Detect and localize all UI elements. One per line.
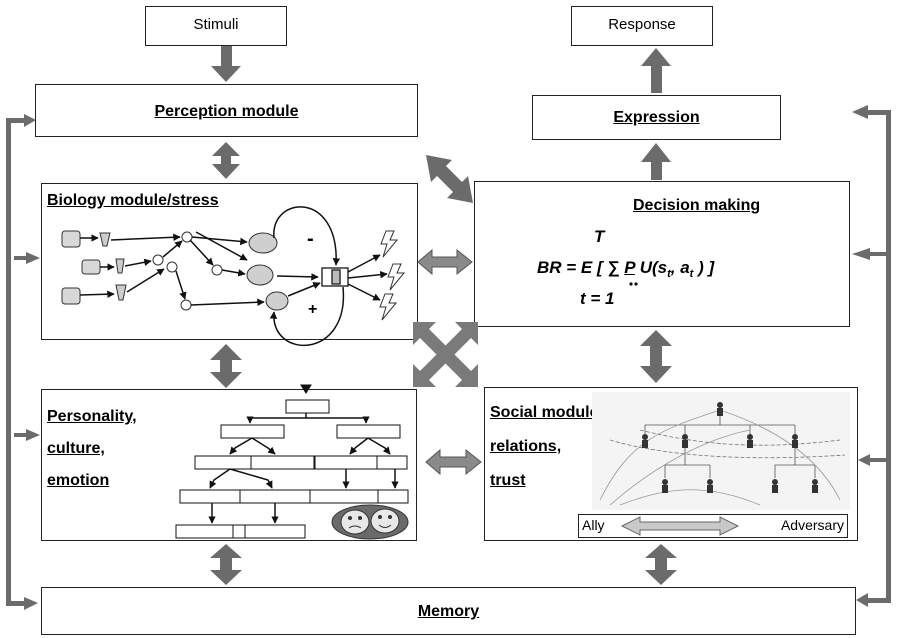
- left-feedback-line: [6, 114, 40, 610]
- formula-u: U(s: [639, 258, 668, 277]
- biology-module-box: Biology module/stress: [41, 183, 418, 340]
- personality-memory-arrow: [210, 544, 242, 585]
- social-line-3: trust: [490, 472, 526, 489]
- decision-social-arrow: [640, 330, 672, 383]
- biology-minus-sign: -: [307, 228, 314, 250]
- biology-decision-arrow: [417, 248, 473, 276]
- stimuli-to-perception-arrow: [211, 46, 241, 82]
- biology-plus-sign: +: [308, 301, 318, 318]
- personality-line-1: Personality,: [47, 408, 137, 425]
- personality-social-arrow: [425, 448, 482, 476]
- biology-network: [61, 206, 406, 347]
- memory-box: Memory: [41, 587, 856, 635]
- social-network: [592, 392, 850, 510]
- formula-top: T: [594, 227, 605, 246]
- perception-decision-arrow: [426, 155, 473, 203]
- ally-label: Ally: [582, 517, 605, 533]
- stimuli-box: Stimuli: [145, 6, 287, 46]
- decision-making-title: Decision making: [633, 197, 761, 214]
- formula-p: P: [624, 258, 635, 277]
- formula-main: BR = E [ ∑ P U(st, at ) ]: [537, 258, 714, 280]
- personality-line-2: culture,: [47, 440, 105, 457]
- social-memory-arrow: [645, 544, 677, 585]
- response-box: Response: [571, 6, 713, 46]
- perception-module-box: Perception module: [35, 84, 418, 137]
- personality-hierarchy: [175, 384, 409, 540]
- horizontal-double-arrows: [417, 248, 482, 476]
- ally-adversary-arrow: [620, 516, 740, 536]
- expression-title: Expression: [613, 109, 700, 126]
- stimuli-label: Stimuli: [193, 16, 239, 33]
- formula-left: BR = E [ ∑: [537, 258, 620, 277]
- perception-module-title: Perception module: [154, 103, 299, 120]
- social-line-2: relations,: [490, 438, 562, 455]
- personality-line-3: emotion: [47, 472, 110, 489]
- social-line-1: Social module,: [490, 404, 603, 421]
- expression-box: Expression: [532, 95, 781, 140]
- formula-sub2: t: [689, 268, 694, 280]
- biology-personality-arrow: [210, 344, 242, 388]
- cross-arrows: [413, 322, 478, 387]
- formula-mid: , a: [670, 258, 690, 277]
- formula-end: ) ]: [698, 258, 715, 277]
- formula-bottom: t = 1: [580, 289, 615, 308]
- perception-biology-arrow: [212, 142, 240, 179]
- adversary-label: Adversary: [780, 517, 844, 533]
- right-feedback-line: [852, 105, 891, 607]
- formula-dots: [629, 282, 638, 286]
- formula-sub1: t: [667, 268, 671, 280]
- memory-title: Memory: [417, 603, 480, 620]
- flow-arrows: [210, 46, 677, 585]
- expression-to-response-arrow: [641, 48, 671, 93]
- decision-making-box: Decision making: [474, 181, 850, 327]
- biology-module-title: Biology module/stress: [47, 192, 219, 209]
- decision-to-expression-arrow: [641, 143, 671, 180]
- response-label: Response: [608, 16, 676, 33]
